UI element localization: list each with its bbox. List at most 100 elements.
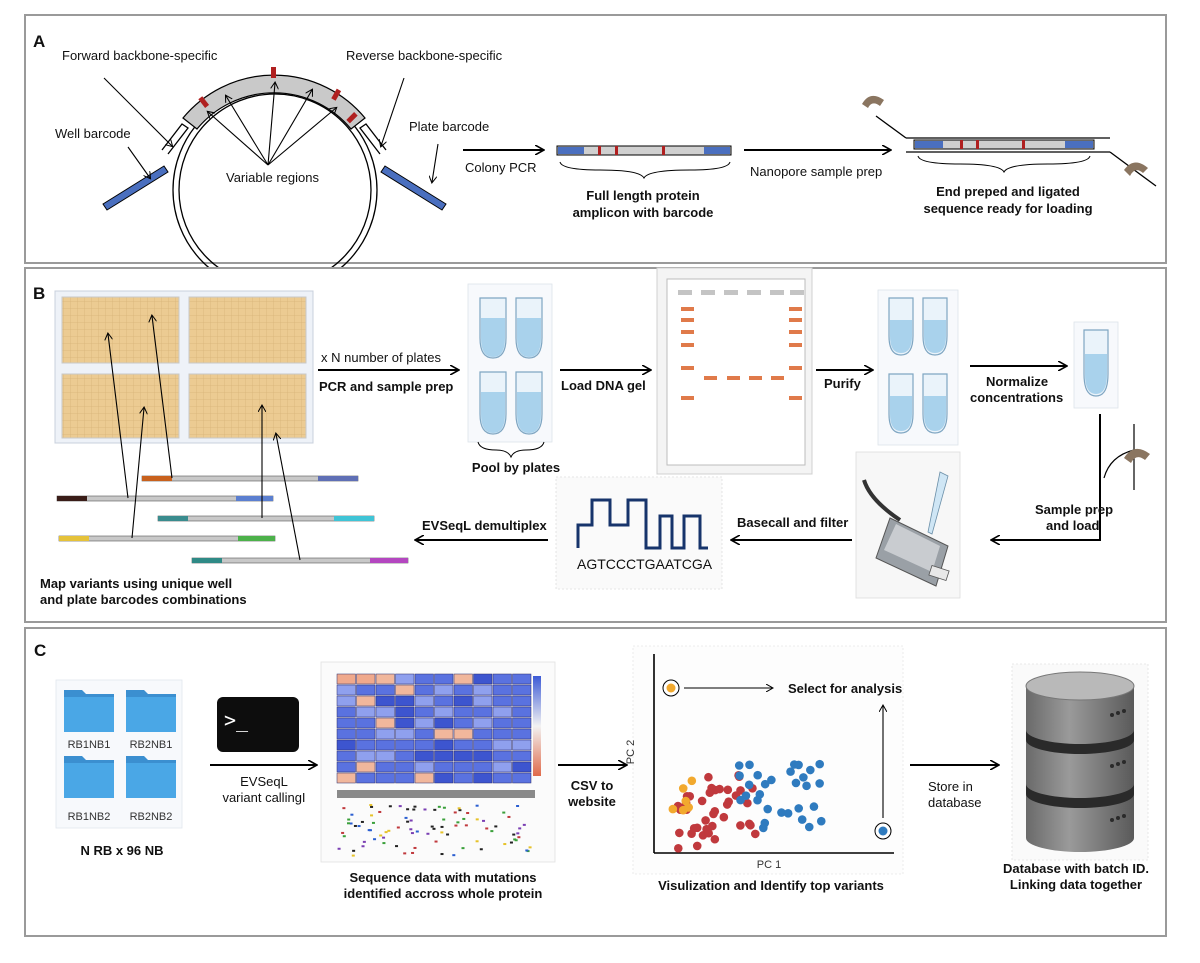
heatmap-colorbar bbox=[533, 676, 541, 776]
mutation-dot bbox=[413, 805, 417, 808]
mutation-dot bbox=[457, 807, 461, 810]
heatmap-cell bbox=[512, 717, 532, 729]
pca-point bbox=[692, 841, 702, 851]
terminal-icon: >_ bbox=[217, 697, 299, 752]
mutation-dot bbox=[403, 852, 407, 855]
mutation-dot bbox=[347, 818, 351, 821]
pca-point bbox=[799, 773, 808, 782]
heatmap-cell bbox=[336, 717, 356, 729]
sequencer-device bbox=[855, 451, 961, 599]
variable-regions-label: Variable regions bbox=[226, 170, 319, 185]
heatmap-cell bbox=[492, 673, 512, 685]
plate-4 bbox=[188, 373, 307, 439]
mutation-dot bbox=[370, 814, 374, 817]
mutation-dot bbox=[351, 854, 355, 857]
mutation-dot bbox=[442, 818, 446, 821]
pca-point bbox=[809, 802, 819, 811]
evseql-label-1: EVSeqL bbox=[240, 774, 288, 789]
pca-point bbox=[692, 823, 702, 833]
heatmap-cell bbox=[434, 706, 454, 718]
mutation-dot bbox=[410, 832, 414, 835]
folder-label: RB2NB2 bbox=[130, 811, 173, 823]
panel-a: A Variable regions bbox=[24, 14, 1167, 293]
mutation-dot bbox=[367, 829, 371, 832]
heatmap-cell bbox=[356, 695, 376, 707]
basecall-signal: AGTCCCTGAATCGA bbox=[555, 476, 723, 590]
pca-point bbox=[777, 808, 786, 817]
purified-tubes bbox=[877, 289, 959, 446]
mutation-dot bbox=[352, 849, 356, 852]
heatmap-cell bbox=[453, 695, 473, 707]
folder-icon bbox=[126, 690, 176, 732]
panel-c-label: C bbox=[34, 641, 46, 660]
mutation-dot bbox=[382, 836, 386, 839]
mutation-dot bbox=[503, 843, 507, 846]
heatmap-cell bbox=[395, 761, 415, 773]
pca-point bbox=[816, 816, 826, 826]
mutation-dot bbox=[371, 821, 375, 824]
folder-icon bbox=[64, 756, 114, 798]
heatmap-cell bbox=[434, 673, 454, 685]
heatmap-cell bbox=[395, 673, 415, 685]
pca-point bbox=[746, 820, 755, 830]
amplicon bbox=[556, 145, 732, 180]
mutation-dot bbox=[415, 830, 419, 833]
heatmap-cell bbox=[473, 684, 493, 696]
heatmap-cell bbox=[395, 695, 415, 707]
mutation-dot bbox=[517, 836, 521, 839]
mutation-dot bbox=[490, 830, 494, 833]
mutation-dot bbox=[528, 846, 532, 849]
pca-point bbox=[678, 784, 688, 793]
evseql-label-2: variant callingI bbox=[222, 790, 305, 805]
mutation-dot bbox=[452, 854, 456, 857]
heatmap-cell bbox=[414, 717, 434, 729]
heatmap-cell bbox=[356, 739, 376, 751]
pca-point bbox=[736, 821, 745, 830]
heatmap-cell bbox=[453, 739, 473, 751]
mutation-dot bbox=[507, 815, 511, 818]
mutation-dot bbox=[353, 824, 357, 827]
pca-points bbox=[668, 759, 826, 853]
ligated-label-2: sequence ready for loading bbox=[923, 201, 1092, 216]
heatmap-cell bbox=[375, 695, 395, 707]
amplicon-label-2: amplicon with barcode bbox=[573, 205, 714, 220]
mutation-dot bbox=[373, 838, 377, 841]
heatmap-cell bbox=[414, 761, 434, 773]
pca-point bbox=[705, 788, 715, 798]
heatmap-cell bbox=[512, 684, 532, 696]
heatmap-cell bbox=[395, 706, 415, 718]
heatmap-cell bbox=[395, 717, 415, 729]
mutation-dot bbox=[446, 833, 450, 836]
heatmap-cell bbox=[356, 717, 376, 729]
mutation-dot bbox=[525, 849, 529, 852]
mutation-dot bbox=[430, 825, 434, 828]
mutation-dot bbox=[382, 842, 386, 845]
mutation-dot bbox=[379, 834, 383, 837]
heatmap-cell bbox=[375, 706, 395, 718]
pca-point bbox=[710, 834, 720, 844]
folder-icon bbox=[126, 756, 176, 798]
pca-point bbox=[715, 784, 724, 794]
folders: RB1NB1 RB2NB1 RB1NB2 RB2NB2 bbox=[55, 679, 183, 829]
mutation-dot bbox=[522, 823, 526, 826]
variable-region-pointers bbox=[208, 83, 336, 166]
heatmap-cell bbox=[434, 761, 454, 773]
plates-grid bbox=[54, 290, 314, 444]
pooled-tubes bbox=[467, 283, 553, 459]
mutation-dot bbox=[433, 808, 437, 811]
heatmap-cell bbox=[414, 673, 434, 685]
mutation-dot bbox=[413, 846, 417, 849]
heatmap-cell bbox=[395, 739, 415, 751]
heatmap-cell bbox=[356, 750, 376, 762]
panel-c-border bbox=[24, 627, 1167, 937]
normalized-tube bbox=[1073, 321, 1119, 409]
pca-point bbox=[684, 803, 694, 812]
mutation-dot bbox=[395, 845, 399, 848]
heatmap-cell bbox=[375, 739, 395, 751]
sample-prep-arrow bbox=[992, 414, 1101, 540]
heatmap-cell bbox=[492, 772, 512, 784]
mutation-dot bbox=[423, 808, 427, 811]
heatmap-cell bbox=[453, 772, 473, 784]
pca-point bbox=[687, 829, 696, 838]
pca-point bbox=[786, 767, 795, 776]
